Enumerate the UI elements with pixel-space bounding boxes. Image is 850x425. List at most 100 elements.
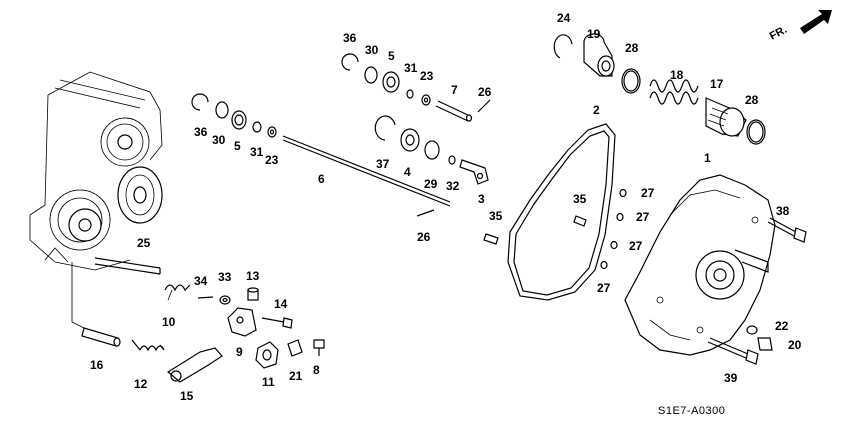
ring-36-upper (341, 53, 359, 71)
label-9: 9 (236, 345, 243, 359)
label-2: 2 (593, 103, 600, 117)
dowel-35-left (483, 233, 499, 245)
arm-3 (459, 159, 489, 185)
label-30b: 30 (212, 133, 226, 147)
seal-27-c (610, 240, 618, 250)
washer-33 (219, 295, 231, 305)
label-28a: 28 (625, 41, 639, 55)
oring-28-upper (621, 68, 641, 94)
label-33: 33 (218, 270, 232, 284)
label-23b: 23 (265, 153, 279, 167)
washer-22 (746, 325, 758, 335)
seal-5-left (231, 110, 247, 130)
label-38: 38 (776, 204, 790, 218)
label-31b: 31 (250, 145, 264, 159)
spring-18 (649, 79, 699, 105)
label-31a: 31 (404, 61, 418, 75)
label-22: 22 (775, 319, 789, 333)
washer-31-upper (406, 89, 414, 99)
label-18: 18 (670, 68, 684, 82)
label-37: 37 (376, 157, 390, 171)
spring-10 (164, 284, 191, 301)
oring-30-left (215, 101, 229, 119)
bolt-39 (707, 337, 759, 365)
oring-29 (424, 140, 440, 160)
pin-26-lower (416, 209, 435, 217)
pin-26-upper (477, 99, 491, 113)
label-30a: 30 (365, 43, 379, 57)
sleeve-19 (583, 33, 615, 77)
washer-23-upper (421, 94, 431, 106)
shaft-6 (282, 135, 451, 207)
seal-27-b (616, 212, 624, 222)
label-10: 10 (162, 315, 176, 329)
label-26b: 26 (417, 230, 431, 244)
label-17: 17 (710, 77, 724, 91)
shaft-25 (94, 257, 161, 275)
dowel-35-right (573, 215, 587, 227)
ring-37 (374, 115, 396, 141)
label-34: 34 (194, 274, 208, 288)
label-8: 8 (313, 363, 320, 377)
piston-17 (705, 97, 747, 137)
shaft-7 (435, 100, 473, 122)
label-35a: 35 (489, 209, 503, 223)
pin-16 (81, 327, 121, 347)
part-labels: 1 2 3 4 5 5 6 7 8 9 10 11 12 13 14 15 16… (90, 11, 802, 403)
bracket-9 (227, 307, 257, 337)
label-32: 32 (446, 179, 460, 193)
snap-ring-24 (553, 34, 573, 59)
label-35b: 35 (573, 192, 587, 206)
label-29: 29 (424, 177, 438, 191)
label-27c: 27 (629, 239, 643, 253)
cover-1 (624, 174, 776, 356)
seal-5-upper (382, 71, 400, 93)
clip-21 (287, 339, 303, 357)
washer-31-left (252, 121, 262, 133)
plug-20 (757, 337, 773, 351)
label-36b: 36 (194, 125, 208, 139)
label-27b: 27 (636, 210, 650, 224)
label-21: 21 (289, 369, 303, 383)
seal-27-a (619, 188, 627, 198)
label-36a: 36 (343, 31, 357, 45)
label-15: 15 (180, 389, 194, 403)
oring-28-lower (746, 119, 766, 145)
label-6: 6 (318, 172, 325, 186)
oring-30-upper (364, 66, 378, 84)
label-25: 25 (137, 236, 151, 250)
leader-16 (71, 262, 89, 331)
collar-11 (255, 341, 279, 369)
spring-12 (131, 339, 165, 352)
lever-15 (166, 347, 223, 383)
label-4: 4 (404, 165, 411, 179)
collar-13 (247, 287, 259, 301)
label-12: 12 (134, 377, 148, 391)
seal-27-d (600, 260, 608, 270)
label-14: 14 (274, 297, 288, 311)
bolt-38 (767, 217, 807, 243)
gasket-2 (507, 123, 616, 301)
label-13: 13 (246, 269, 260, 283)
transmission-housing (29, 71, 163, 271)
bushing-4 (400, 128, 420, 152)
label-28b: 28 (745, 93, 759, 107)
label-23a: 23 (420, 69, 434, 83)
label-1: 1 (704, 151, 711, 165)
label-19: 19 (587, 27, 601, 41)
label-11: 11 (262, 375, 275, 389)
label-5b: 5 (234, 139, 241, 153)
front-arrow-icon (800, 10, 832, 34)
direction-label: FR. (768, 24, 789, 43)
label-16: 16 (90, 358, 104, 372)
label-39: 39 (724, 371, 738, 385)
diagram-code: S1E7-A0300 (658, 405, 725, 417)
label-27d: 27 (597, 281, 611, 295)
label-27a: 27 (641, 186, 655, 200)
label-24: 24 (557, 11, 571, 25)
label-3: 3 (478, 192, 485, 206)
washer-23-left (267, 126, 277, 138)
label-20: 20 (788, 338, 802, 352)
